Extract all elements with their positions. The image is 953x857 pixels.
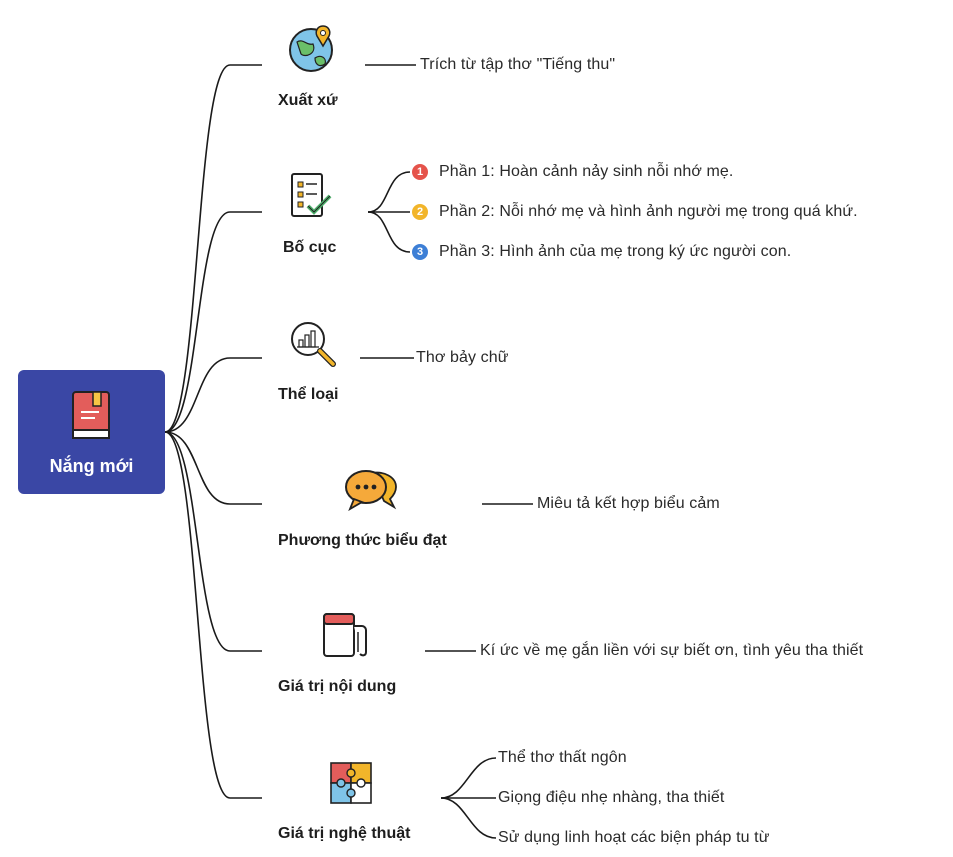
leaf-noi-dung-1: Kí ức về mẹ gắn liền với sự biết ơn, tìn… <box>480 642 864 659</box>
root-node[interactable]: Nắng mới <box>18 370 165 494</box>
globe-pin-icon <box>289 25 333 72</box>
connector-bo-cuc-items <box>367 171 411 213</box>
notebook-icon <box>323 613 367 657</box>
connector-gia-tri-nghe-thuat <box>164 431 262 799</box>
branch-label-xuat-xu[interactable]: Xuất xứ <box>278 92 338 109</box>
leaf-nghe-thuat-3: Sử dụng linh hoạt các biện pháp tu từ <box>498 829 770 846</box>
connector-gia-tri-noi-dung <box>164 431 262 652</box>
book-icon <box>72 391 110 439</box>
leaf-the-loai-1: Thơ bảy chữ <box>416 349 509 366</box>
puzzle-icon <box>330 762 372 804</box>
branch-label-gia-tri-nghe-thuat[interactable]: Giá trị nghệ thuật <box>278 825 411 842</box>
connector-xuat-xu <box>164 64 262 433</box>
leaf-bo-cuc-3: Phần 3: Hình ảnh của mẹ trong ký ức ngườ… <box>439 243 792 260</box>
leaf-bo-cuc-2: Phần 2: Nỗi nhớ mẹ và hình ảnh người mẹ … <box>439 203 858 220</box>
magnifier-chart-icon <box>291 322 336 367</box>
leaf-nghe-thuat-1: Thể thơ thất ngôn <box>498 749 627 766</box>
number-marker-2: 2 <box>412 204 428 220</box>
connector-bo-cuc <box>164 211 262 433</box>
number-marker-3: 3 <box>412 244 428 260</box>
leaf-xuat-xu-1: Trích từ tập thơ "Tiếng thu" <box>420 56 616 73</box>
connector-phuong-thuc <box>164 431 262 505</box>
branch-label-the-loai[interactable]: Thể loại <box>278 386 339 403</box>
leaf-bo-cuc-1: Phần 1: Hoàn cảnh nảy sinh nỗi nhớ mẹ. <box>439 163 734 180</box>
root-title: Nắng mới <box>49 456 134 476</box>
branch-label-bo-cuc[interactable]: Bố cục <box>283 239 337 256</box>
leaf-phuong-thuc-1: Miêu tả kết hợp biểu cảm <box>537 495 720 512</box>
connector-nghe-thuat-items <box>440 757 497 799</box>
checklist-icon <box>291 173 332 217</box>
branch-label-phuong-thuc[interactable]: Phương thức biểu đạt <box>278 532 447 549</box>
connector-the-loai <box>164 357 262 433</box>
leaf-nghe-thuat-2: Giọng điệu nhẹ nhàng, tha thiết <box>498 789 725 806</box>
branch-label-gia-tri-noi-dung[interactable]: Giá trị nội dung <box>278 678 397 695</box>
number-marker-1: 1 <box>412 164 428 180</box>
speech-bubbles-icon <box>345 470 397 511</box>
